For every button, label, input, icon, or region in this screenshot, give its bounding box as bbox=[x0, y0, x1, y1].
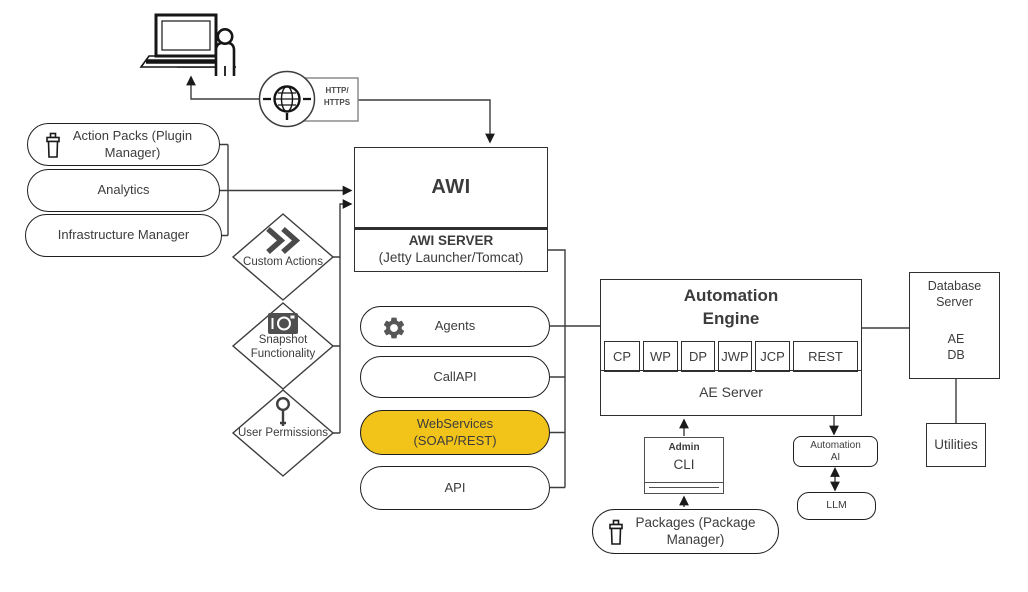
node-infrastructure-manager: Infrastructure Manager bbox=[25, 214, 222, 257]
diamond-user-permissions bbox=[231, 389, 335, 477]
connector-diamonds-to-awi bbox=[339, 199, 353, 433]
node-label: LLM bbox=[826, 499, 847, 512]
node-label: Analytics bbox=[97, 182, 150, 198]
awi-title: AWI bbox=[431, 176, 471, 198]
node-admin-cli: Admin CLI bbox=[644, 437, 724, 494]
node-label: WebServices (SOAP/REST) bbox=[413, 416, 497, 448]
node-agents: Agents bbox=[360, 306, 550, 347]
package-icon bbox=[46, 132, 60, 158]
node-awi: AWI AWI SERVER (Jetty Launcher/Tomcat) bbox=[354, 147, 548, 272]
connector-network-to-user bbox=[186, 75, 259, 100]
node-process-jwp: JWP bbox=[718, 341, 752, 372]
cli-admin-label: Admin bbox=[668, 442, 700, 453]
node-label: Infrastructure Manager bbox=[57, 227, 190, 243]
node-label: Agents bbox=[434, 318, 476, 334]
chevrons-icon bbox=[266, 226, 301, 255]
node-action-packs: Action Packs (Plugin Manager) bbox=[27, 123, 220, 166]
node-process-cp: CP bbox=[604, 341, 640, 372]
diamond-label-snapshot-functionality: Snapshot Functionality bbox=[250, 334, 316, 361]
diamond-label-custom-actions: Custom Actions bbox=[243, 256, 323, 268]
node-utilities: Utilities bbox=[926, 423, 986, 467]
node-process-dp: DP bbox=[681, 341, 715, 372]
cli-label: CLI bbox=[673, 457, 695, 472]
node-automation-ai: Automation AI bbox=[793, 436, 878, 467]
diamond-custom-actions bbox=[231, 213, 335, 301]
node-awi-server: AWI SERVER (Jetty Launcher/Tomcat) bbox=[355, 230, 547, 270]
bracket-left-pills bbox=[219, 143, 229, 237]
node-llm: LLM bbox=[797, 492, 876, 520]
node-label: API bbox=[444, 479, 466, 495]
node-process-wp: WP bbox=[643, 341, 678, 372]
awi-divider bbox=[354, 227, 548, 230]
diamond-snapshot-functionality bbox=[231, 302, 335, 390]
connector-pill-stubs bbox=[550, 376, 565, 489]
key-icon bbox=[276, 397, 291, 426]
camera-icon bbox=[268, 313, 298, 334]
node-label: CallAPI bbox=[433, 368, 477, 384]
node-callapi: CallAPI bbox=[360, 356, 550, 398]
node-webservices: WebServices (SOAP/REST) bbox=[360, 410, 550, 455]
awi-server-subtitle: (Jetty Launcher/Tomcat) bbox=[378, 250, 524, 265]
node-label: Action Packs (Plugin Manager) bbox=[72, 128, 193, 160]
gear-icon bbox=[383, 317, 405, 338]
awi-server-title: AWI SERVER bbox=[408, 233, 494, 249]
cli-tray bbox=[645, 482, 723, 493]
ae-db-label: AE DB bbox=[947, 332, 965, 362]
connector-awiserver-down bbox=[548, 249, 566, 488]
node-label: Automation AI bbox=[810, 439, 861, 463]
diamond-label-user-permissions: User Permissions bbox=[237, 427, 329, 439]
node-process-rest: REST bbox=[793, 341, 858, 372]
node-api: API bbox=[360, 466, 550, 510]
node-automation-engine: Automation Engine CP WP DP JWP JCP REST … bbox=[600, 279, 862, 416]
db-title: Database Server bbox=[927, 279, 982, 309]
node-packages: Packages (Package Manager) bbox=[592, 509, 779, 554]
connector-http-to-awi bbox=[358, 99, 495, 144]
ae-title: Automation Engine bbox=[683, 286, 779, 328]
node-database-server: Database Server bbox=[909, 272, 1000, 379]
package-icon bbox=[609, 519, 623, 545]
node-process-jcp: JCP bbox=[755, 341, 790, 372]
bracket-diamonds-stubs bbox=[333, 256, 340, 434]
node-analytics: Analytics bbox=[27, 169, 220, 212]
http-https-label: HTTP/ HTTPS bbox=[323, 86, 351, 107]
user-workstation-icon bbox=[139, 13, 236, 76]
node-ae-server: AE Server bbox=[601, 370, 861, 415]
globe-icon bbox=[258, 70, 316, 128]
node-label: Packages (Package Manager) bbox=[635, 514, 756, 547]
